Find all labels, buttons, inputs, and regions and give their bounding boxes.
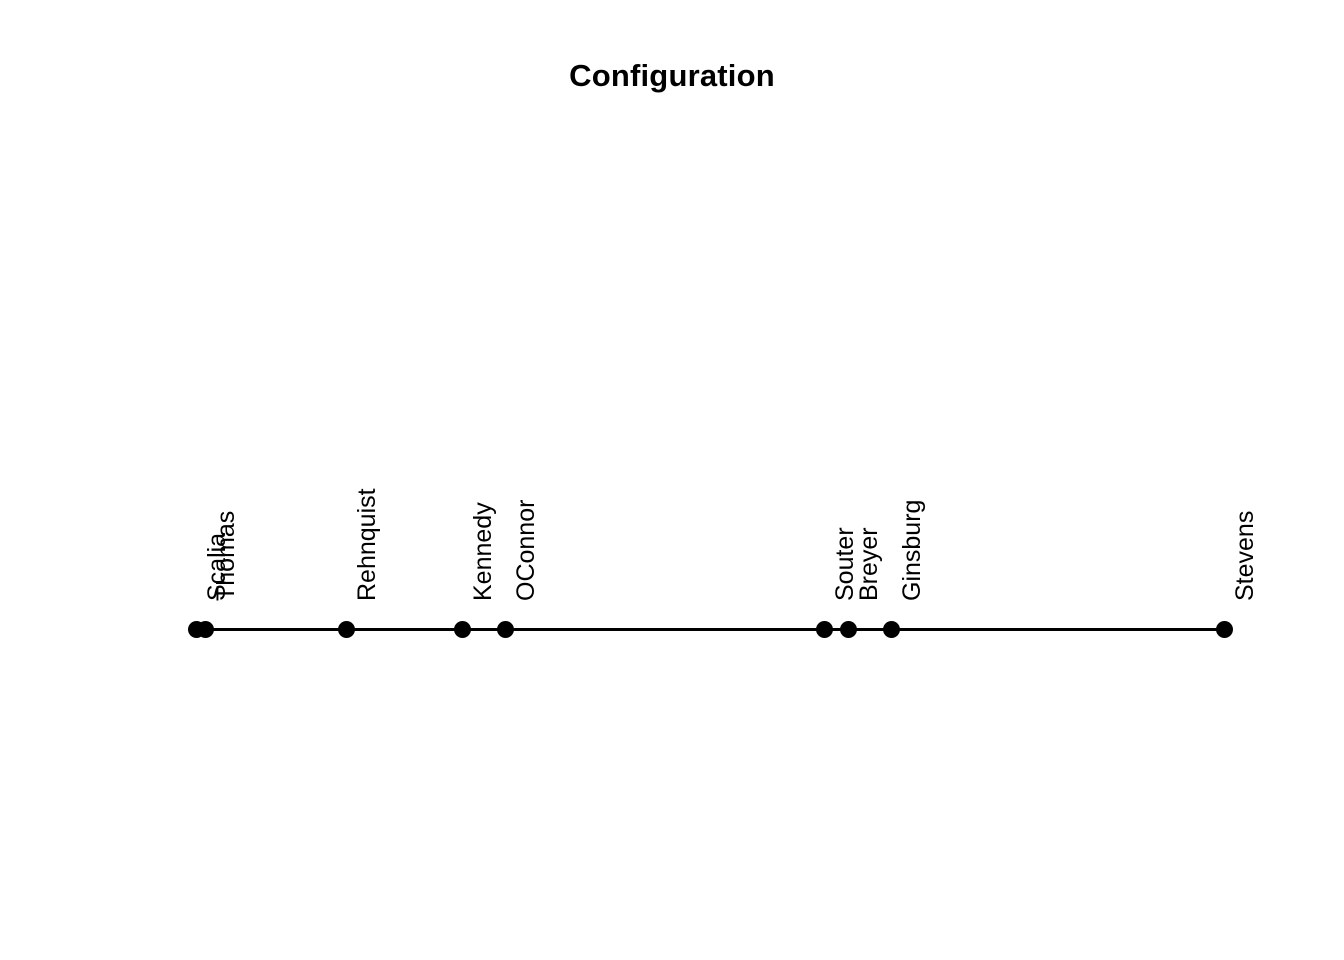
- point-label-kennedy: Kennedy: [469, 502, 497, 601]
- point-label-stevens: Stevens: [1231, 510, 1259, 601]
- point-label-rehnquist: Rehnquist: [353, 488, 381, 601]
- point-label-ginsburg: Ginsburg: [898, 499, 926, 601]
- page-title: Configuration: [569, 58, 775, 93]
- data-point-oconnor: [496, 620, 514, 638]
- axis-line: [196, 628, 1225, 631]
- point-label-thomas: Thomas: [212, 510, 240, 601]
- data-point-thomas: [196, 620, 214, 638]
- data-point-stevens: [1215, 620, 1233, 638]
- data-point-souter: [815, 620, 833, 638]
- data-point-kennedy: [453, 620, 471, 638]
- data-point-rehnquist: [337, 620, 355, 638]
- point-label-oconnor: OConnor: [512, 499, 540, 601]
- data-point-ginsburg: [882, 620, 900, 638]
- point-label-breyer: Breyer: [855, 527, 883, 601]
- data-point-breyer: [839, 620, 857, 638]
